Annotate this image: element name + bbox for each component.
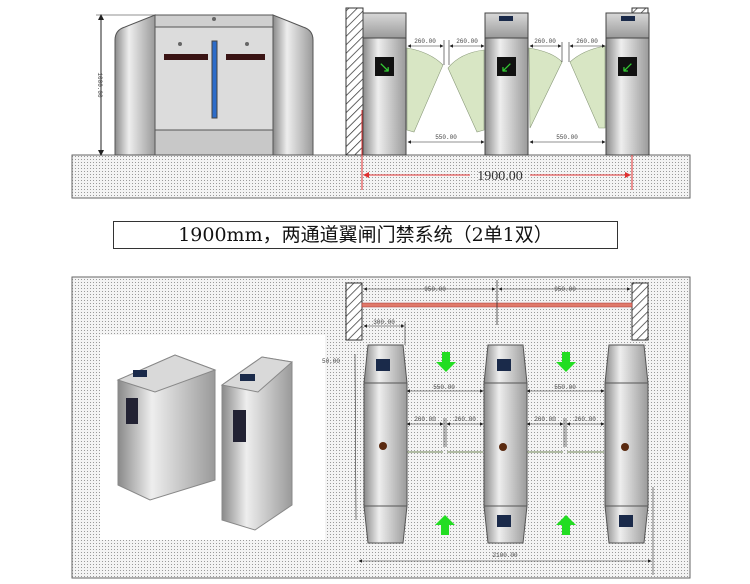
cabinet-plan-middle: [483, 344, 528, 544]
product-photo: [100, 335, 325, 540]
led-indicator: [226, 54, 265, 60]
cabinet-plan-right: [604, 344, 649, 544]
arrow-icon: ↙: [500, 60, 513, 76]
total-width-label: 2100.00: [492, 552, 518, 559]
cabinet-middle: ↙: [484, 12, 529, 156]
led-indicator: [164, 54, 208, 60]
total-width-label: 1900.00: [477, 169, 523, 184]
card-reader-strip: [211, 40, 218, 119]
arrow-up-icon: [556, 515, 576, 535]
offset-label: 50.00: [322, 358, 340, 365]
gap-label: 260.00: [576, 38, 598, 45]
wing-label: 260.00: [454, 416, 476, 423]
height-label: 1000.00: [96, 72, 103, 98]
arrow-down-icon: [556, 352, 576, 372]
passage-label: 550.00: [554, 384, 576, 391]
arrow-icon: ↙: [621, 60, 634, 76]
floor: [71, 154, 691, 199]
gap-label: 260.00: [534, 38, 556, 45]
wings: [406, 45, 606, 133]
gap-label: 260.00: [456, 38, 478, 45]
cabinet-right: ↙: [605, 12, 650, 156]
passage-label: 550.00: [435, 134, 457, 141]
passage-label: 550.00: [556, 134, 578, 141]
half-width-label: 950.00: [554, 286, 576, 293]
side-view: 1000.00 ↘ ↙ ↙: [71, 7, 691, 199]
arrow-down-icon: [436, 352, 456, 372]
arrow-icon: ↘: [378, 60, 391, 76]
cabinet-plan-left: [363, 344, 408, 544]
arrow-up-icon: [435, 515, 455, 535]
wing-label: 260.00: [574, 416, 596, 423]
plan-view: 950.00 950.00 300.00 50.00 550.00 550.00…: [71, 276, 691, 579]
wing-label: 260.00: [414, 416, 436, 423]
wall: [345, 7, 364, 156]
cabinet-width-label: 300.00: [373, 319, 395, 326]
gap-label: 260.00: [414, 38, 436, 45]
wing-label: 260.00: [534, 416, 556, 423]
passage-label: 550.00: [433, 384, 455, 391]
half-width-label: 950.00: [424, 286, 446, 293]
cabinet-left: ↘: [362, 12, 407, 156]
page-title: 1900mm，两通道翼闸门禁系统（2单1双）: [113, 221, 618, 249]
